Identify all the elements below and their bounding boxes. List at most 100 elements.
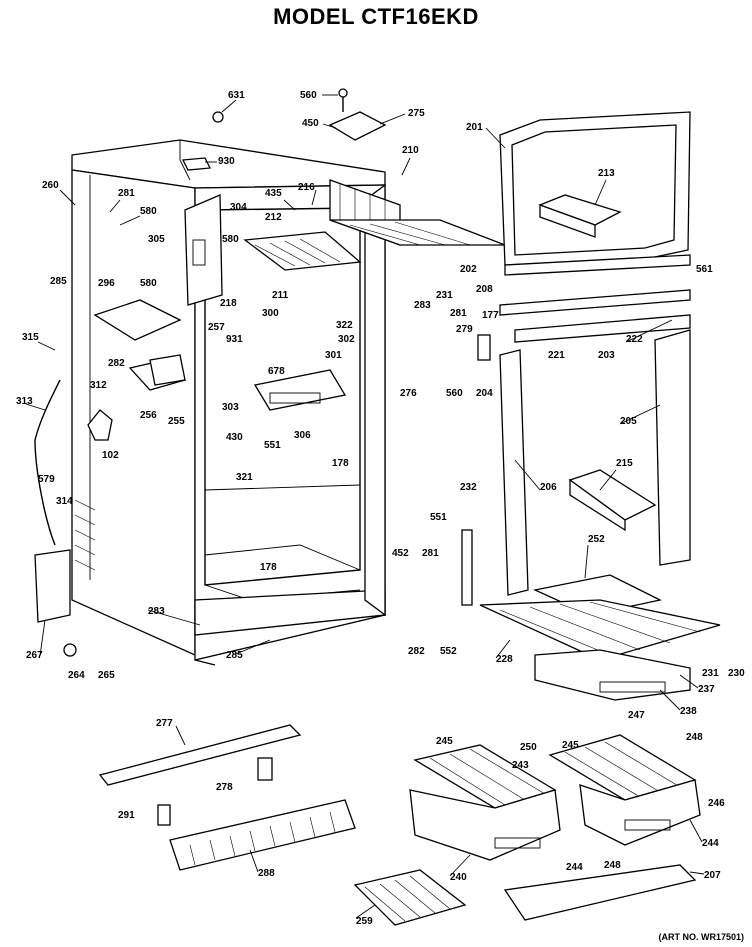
label-277: 277 [156,718,173,729]
label-551b: 551 [430,512,447,523]
label-285b: 285 [226,650,243,661]
label-579: 579 [38,474,55,485]
label-450: 450 [302,118,319,129]
label-631: 631 [228,90,245,101]
label-281c: 281 [422,548,439,559]
label-244: 244 [702,838,719,849]
label-303: 303 [222,402,239,413]
label-248: 248 [686,732,703,743]
label-231b: 231 [702,668,719,679]
label-211: 211 [272,290,289,301]
label-561: 561 [696,264,713,275]
label-678: 678 [268,366,285,377]
label-205: 205 [620,416,637,427]
label-580c: 580 [140,278,157,289]
label-264: 264 [68,670,85,681]
freezer-door-frame [461,111,721,701]
label-552: 552 [440,646,457,657]
cabinet [71,139,386,666]
label-260: 260 [42,180,59,191]
label-931: 931 [226,334,243,345]
label-247: 247 [628,710,645,721]
label-216: 216 [298,182,315,193]
label-305: 305 [148,234,165,245]
label-283b: 283 [148,606,165,617]
label-314: 314 [56,496,73,507]
label-221: 221 [548,350,565,361]
label-248b: 248 [604,860,621,871]
label-560: 560 [300,90,317,101]
label-322: 322 [336,320,353,331]
label-257: 257 [208,322,225,333]
label-204: 204 [476,388,493,399]
label-267: 267 [26,650,43,661]
label-282b: 282 [408,646,425,657]
label-213: 213 [598,168,615,179]
label-232: 232 [460,482,477,493]
label-430: 430 [226,432,243,443]
art-number: (ART NO. WR17501) [658,932,744,942]
label-306: 306 [294,430,311,441]
label-246: 246 [708,798,725,809]
label-245b: 245 [436,736,453,747]
label-275: 275 [408,108,425,119]
crisper-drawers [353,734,701,926]
label-243: 243 [512,760,529,771]
label-177: 177 [482,310,499,321]
label-231: 231 [436,290,453,301]
label-207: 207 [704,870,721,881]
label-302: 302 [338,334,355,345]
label-312: 312 [90,380,107,391]
label-301: 301 [325,350,342,361]
label-580: 580 [140,206,157,217]
label-203: 203 [598,350,615,361]
label-102: 102 [102,450,119,461]
label-551: 551 [264,440,281,451]
label-255: 255 [168,416,185,427]
label-215: 215 [616,458,633,469]
label-206: 206 [540,482,557,493]
label-222: 222 [626,334,643,345]
label-313: 313 [16,396,33,407]
label-202: 202 [460,264,477,275]
label-580b: 580 [222,234,239,245]
label-283: 283 [414,300,431,311]
label-560d: 560 [446,388,463,399]
label-210: 210 [402,145,419,156]
label-435: 435 [265,188,282,199]
label-452: 452 [392,548,409,559]
freezer-parts [87,179,506,441]
label-178: 178 [332,458,349,469]
label-240: 240 [450,872,467,883]
label-259: 259 [356,916,373,927]
label-238: 238 [680,706,697,717]
label-265: 265 [98,670,115,681]
label-201: 201 [466,122,483,133]
label-212: 212 [265,212,282,223]
label-281: 281 [118,188,135,199]
label-237: 237 [698,684,715,695]
label-930: 930 [218,156,235,167]
label-252: 252 [588,534,605,545]
lower-left-parts [34,379,356,871]
label-278: 278 [216,782,233,793]
top-parts [181,88,387,171]
label-321: 321 [236,472,253,483]
label-282: 282 [108,358,125,369]
label-281b: 281 [450,308,467,319]
model-title: MODEL CTF16EKD [273,4,479,29]
label-245: 245 [562,740,579,751]
label-256: 256 [140,410,157,421]
label-250: 250 [520,742,537,753]
label-315: 315 [22,332,39,343]
label-178b: 178 [260,562,277,573]
label-304: 304 [230,202,247,213]
label-208: 208 [476,284,493,295]
label-288: 288 [258,868,275,879]
label-244b: 244 [566,862,583,873]
part-labels: 631 560 275 450 201 930 260 281 580 210 … [16,90,745,927]
label-230: 230 [728,668,745,679]
label-300: 300 [262,308,279,319]
leader-lines [25,94,705,919]
